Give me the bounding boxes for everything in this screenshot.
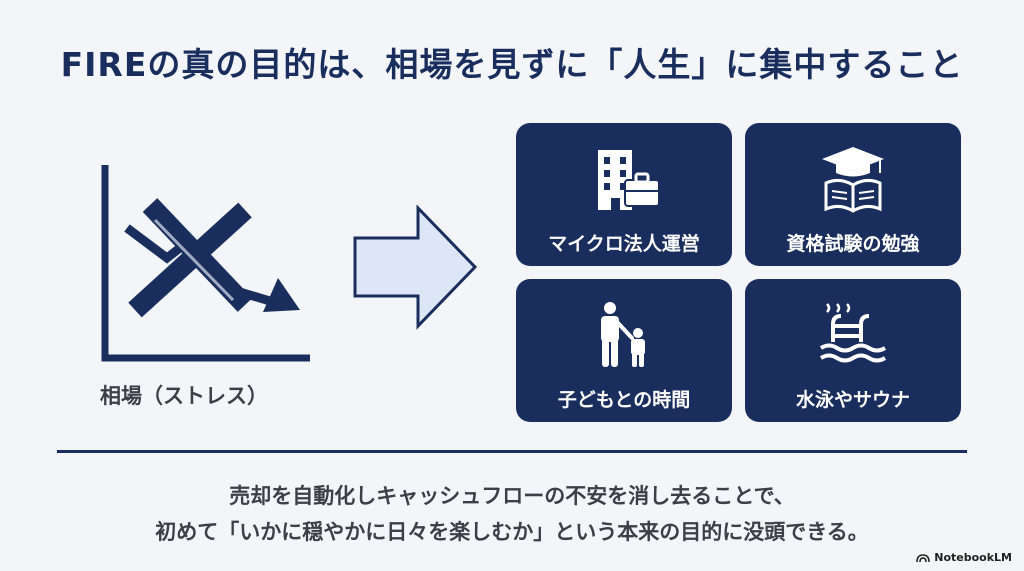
activity-label: 子どもとの時間: [557, 389, 691, 411]
graduation-book-icon: [818, 143, 888, 215]
activity-card-time-with-children: 子どもとの時間: [516, 279, 732, 422]
trend-arrowhead: [263, 278, 300, 312]
pool-ladder-icon: [817, 299, 889, 371]
activity-label: 水泳やサウナ: [795, 389, 910, 411]
activity-card-swimming-sauna: 水泳やサウナ: [745, 279, 961, 422]
notebooklm-logo-icon: [916, 553, 931, 562]
section-divider: [57, 450, 967, 453]
activity-card-exam-study: 資格試験の勉強: [745, 123, 961, 266]
summary-line-1: 売却を自動化しキャッシュフローの不安を消し去ることで、: [229, 484, 795, 508]
brand-watermark: NotebookLM: [916, 551, 1012, 564]
page-title: FIREの真の目的は、相場を見ずに「人生」に集中すること: [60, 45, 964, 84]
right-arrow-icon: [353, 205, 478, 330]
activity-grid: マイクロ法人運営 資格試験の勉強: [516, 123, 961, 422]
market-stress-label: 相場（ストレス）: [100, 384, 268, 408]
summary-text: 売却を自動化しキャッシュフローの不安を消し去ることで、 初めて「いかに穏やかに日…: [0, 478, 1024, 550]
cross-stroke-2: [142, 198, 253, 312]
activity-label: マイクロ法人運営: [548, 233, 700, 255]
office-building-briefcase-icon: [584, 143, 664, 215]
brand-name: NotebookLM: [934, 551, 1012, 564]
summary-line-2: 初めて「いかに穏やかに日々を楽しむか」という本来の目的に没頭できる。: [155, 520, 869, 544]
market-chart-crossed-icon: [101, 165, 310, 362]
activity-card-micro-corporation: マイクロ法人運営: [516, 123, 732, 266]
parent-child-icon: [592, 299, 656, 371]
cross-highlight: [153, 218, 235, 302]
chart-axes: [101, 165, 310, 362]
activity-label: 資格試験の勉強: [786, 233, 920, 255]
